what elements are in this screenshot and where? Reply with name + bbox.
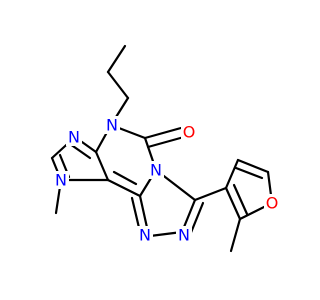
atom-label-o: O xyxy=(266,194,279,213)
bond-furan-c5-c4-a xyxy=(236,158,270,174)
bond-furan-c3-c2-a xyxy=(224,186,242,221)
bond-propyl-c2-c3 xyxy=(106,44,127,74)
bond-carbonyl-a xyxy=(143,126,183,140)
atom-n-triazole-bridge: N xyxy=(148,161,164,180)
bond-ntri-right-c3-b xyxy=(188,201,205,237)
bond-c3-furan xyxy=(193,186,228,202)
bond-propyl-c1-c2 xyxy=(106,70,130,100)
bond-c4a-nimid-b xyxy=(68,142,92,160)
atom-n-triazole-left: N xyxy=(137,226,153,245)
bond-c8a-c9 xyxy=(106,178,142,198)
bond-furan-methyl xyxy=(229,217,242,253)
atom-o-furan: O xyxy=(264,194,280,213)
bond-furan-c4-c3 xyxy=(224,158,240,190)
bond-c4a-c8a xyxy=(94,150,110,182)
bond-c8a-c9-inner xyxy=(112,170,138,186)
atom-label-n: N xyxy=(150,161,162,180)
bond-carbonyl-b xyxy=(146,135,186,149)
atom-label-n: N xyxy=(68,128,80,147)
atom-n-methyl: N xyxy=(53,171,69,190)
bond-furan-c3-c2-b xyxy=(232,183,249,216)
atom-n-triazole-right: N xyxy=(176,226,192,245)
atom-o-carbonyl: O xyxy=(181,123,197,142)
atom-label-layer: N N O N N N N O xyxy=(53,116,280,245)
bond-furan-c5-c4-b xyxy=(234,166,264,180)
atom-label-o: O xyxy=(183,123,196,142)
bond-layer xyxy=(50,44,274,253)
atom-label-n: N xyxy=(55,171,67,190)
atom-n-imidazole-top: N xyxy=(66,128,82,147)
atom-label-n: N xyxy=(178,226,190,245)
atom-n-propyl: N xyxy=(104,116,120,135)
atom-label-n: N xyxy=(139,226,151,245)
molecule-structure-diagram: N N O N N N N O xyxy=(50,44,280,253)
atom-label-n: N xyxy=(106,116,118,135)
